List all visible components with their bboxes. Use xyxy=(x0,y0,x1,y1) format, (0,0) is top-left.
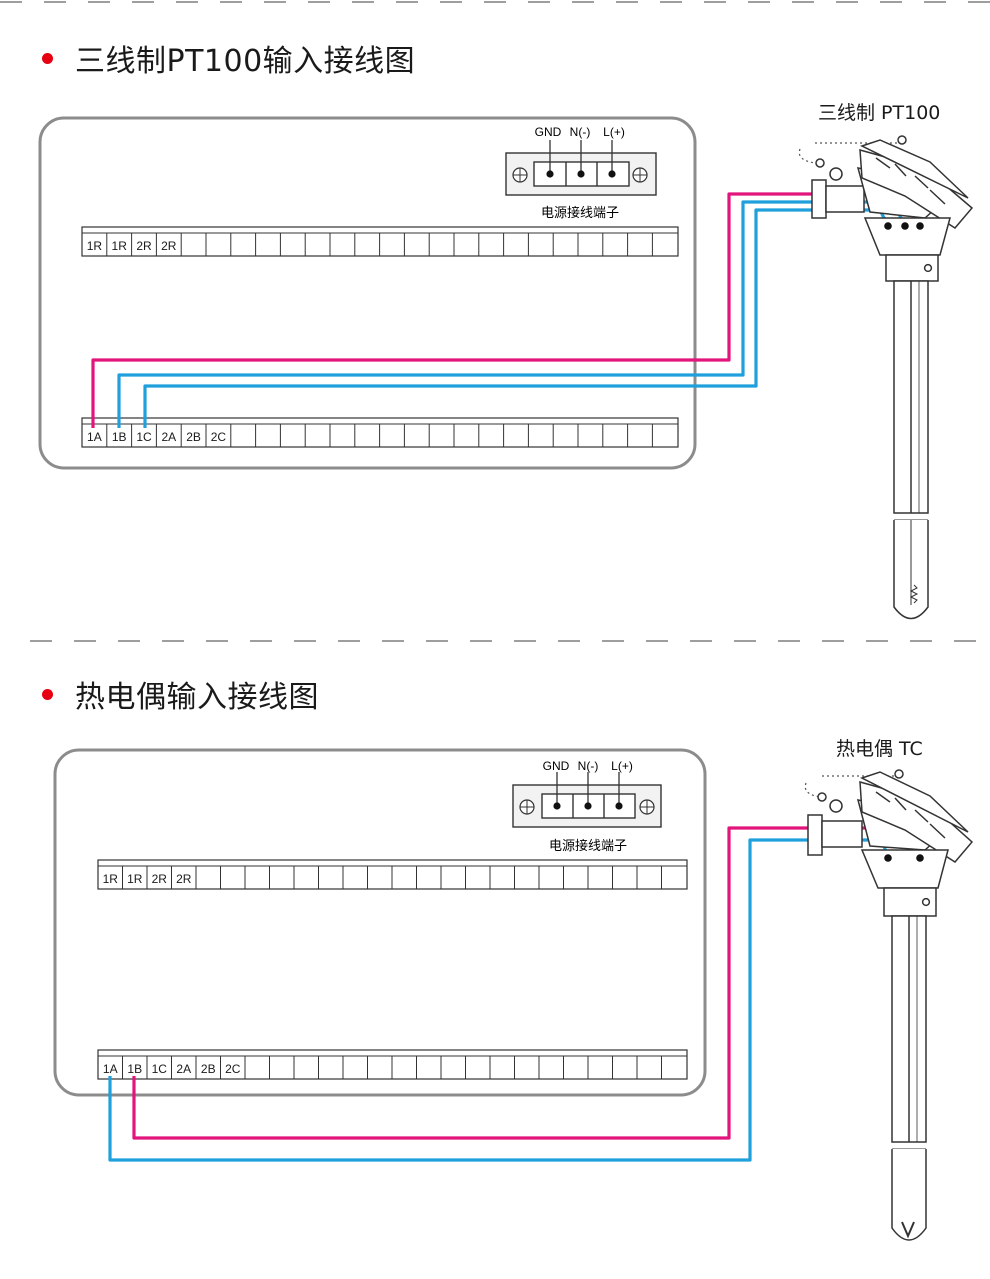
controller-housing xyxy=(38,116,697,470)
n-terminal-label: N(-) xyxy=(570,125,591,139)
pt100-sensor-label: 三线制 PT100 xyxy=(818,102,941,124)
thermocouple-sensor-drawing xyxy=(804,769,974,1241)
mount-screw-icon xyxy=(512,167,528,183)
terminal-label-1c: 1C xyxy=(136,430,152,444)
l-terminal-label: L(+) xyxy=(603,125,625,139)
terminal-label-1r: 1R xyxy=(103,872,119,886)
terminal-label-2c: 2C xyxy=(225,1062,241,1076)
section-1-heading: 三线制PT100输入接线图 xyxy=(42,36,415,80)
top-terminal-strip xyxy=(97,859,688,890)
red-bullet-icon xyxy=(42,52,53,64)
terminal-label-2r: 2R xyxy=(136,239,152,253)
terminal-label-2r: 2R xyxy=(176,872,192,886)
tc-sensor-label: 热电偶 TC xyxy=(836,738,923,760)
power-terminal-block xyxy=(512,772,662,828)
terminal-label-2b: 2B xyxy=(186,430,201,444)
terminal-label-1r: 1R xyxy=(87,239,103,253)
gnd-terminal-label: GND xyxy=(535,125,562,139)
terminal-label-1b: 1B xyxy=(112,430,127,444)
mount-screw-icon xyxy=(639,799,655,815)
section-2-heading: 热电偶输入接线图 xyxy=(42,672,319,716)
terminal-label-1a: 1A xyxy=(87,430,102,444)
terminal-label-2r: 2R xyxy=(161,239,177,253)
terminal-label-1r: 1R xyxy=(112,239,128,253)
pt100-sensor-drawing xyxy=(798,135,974,620)
terminal-label-2a: 2A xyxy=(161,430,176,444)
power-terminal-block xyxy=(505,140,657,196)
gnd-terminal-label: GND xyxy=(543,759,570,773)
terminal-label-1r: 1R xyxy=(127,872,143,886)
top-terminal-strip xyxy=(81,226,679,257)
middle-dashed-divider xyxy=(30,640,990,642)
terminal-label-2r: 2R xyxy=(152,872,168,886)
bottom-terminal-strip xyxy=(81,417,679,448)
mount-screw-icon xyxy=(519,799,535,815)
terminal-label-2a: 2A xyxy=(176,1062,191,1076)
power-terminal-caption: 电源接线端子 xyxy=(541,205,619,221)
terminal-label-1b: 1B xyxy=(127,1062,142,1076)
terminal-label-1a: 1A xyxy=(103,1062,118,1076)
power-terminal-caption: 电源接线端子 xyxy=(549,838,627,854)
section-2-title: 热电偶输入接线图 xyxy=(75,680,319,715)
l-terminal-label: L(+) xyxy=(611,759,633,773)
bottom-terminal-strip xyxy=(97,1049,688,1080)
mount-screw-icon xyxy=(632,167,648,183)
terminal-label-2c: 2C xyxy=(211,430,227,444)
top-dashed-divider xyxy=(0,1,990,3)
section-1-title: 三线制PT100输入接线图 xyxy=(75,44,416,79)
terminal-label-2b: 2B xyxy=(201,1062,216,1076)
terminal-label-1c: 1C xyxy=(152,1062,168,1076)
n-terminal-label: N(-) xyxy=(578,759,599,773)
pt100-wiring-diagram: GND N(-) L(+) 电源接线端子 1R 1R 2R 2R 1A 1B 1C 2A 2B… xyxy=(38,116,974,620)
red-bullet-icon xyxy=(42,688,53,700)
controller-housing xyxy=(53,748,707,1097)
